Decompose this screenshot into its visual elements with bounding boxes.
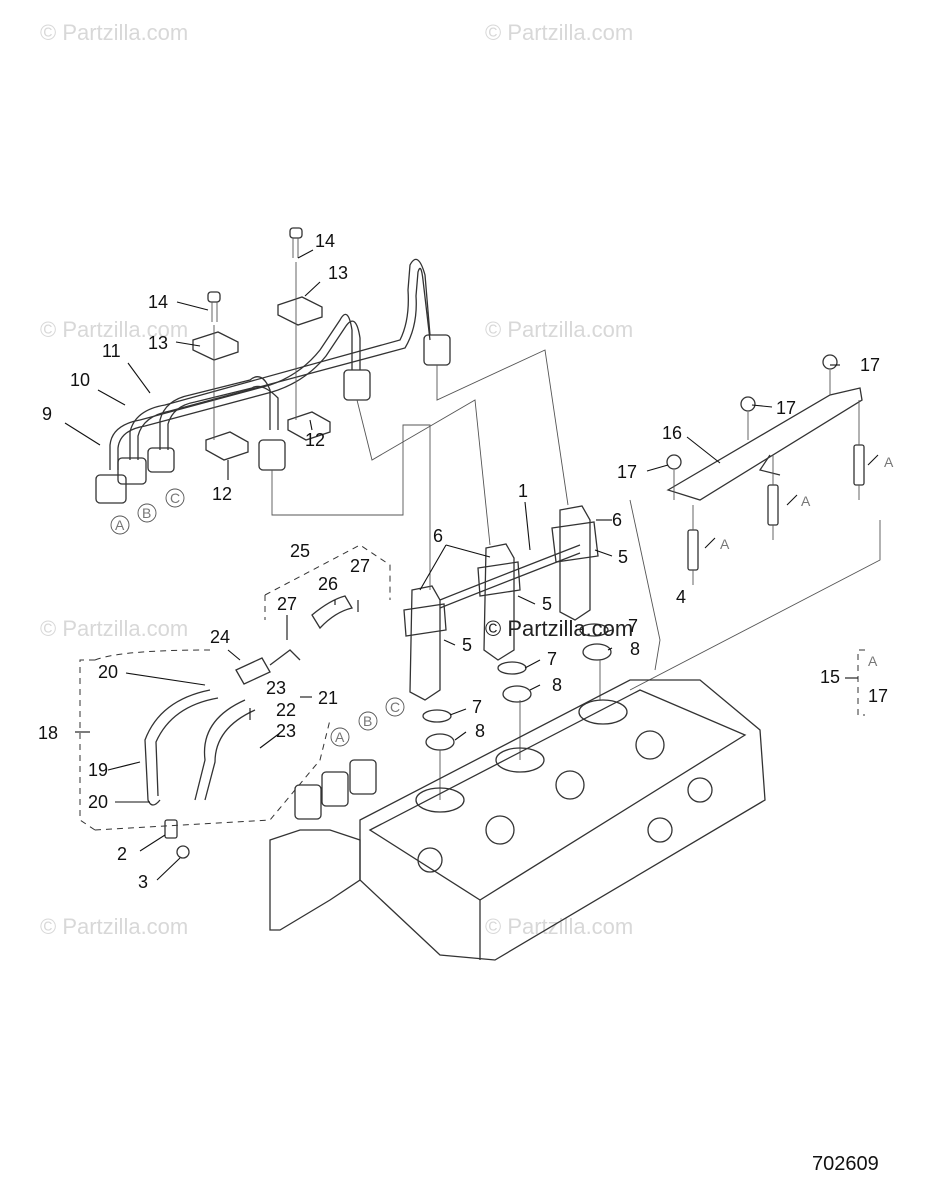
callout-5: 5: [462, 635, 472, 655]
callout-6: 6: [612, 510, 622, 530]
pipe-clamps: [192, 227, 331, 461]
callout-9: 9: [42, 404, 52, 424]
figure-number: 702609: [812, 1153, 879, 1175]
callout-23: 23: [276, 721, 296, 741]
circle-label-a: A: [115, 517, 125, 533]
callout-17: 17: [776, 398, 796, 418]
callout-8: 8: [552, 675, 562, 695]
reference-marks: A A A A: [704, 454, 894, 669]
callout-20: 20: [88, 792, 108, 812]
watermark: © Partzilla.com: [40, 20, 188, 45]
center-watermark: © Partzilla.com: [485, 616, 633, 641]
circle-label-b: B: [142, 505, 151, 521]
legend-15-number: 17: [868, 686, 888, 706]
callout-7: 7: [628, 616, 638, 636]
circle-label-c: C: [170, 490, 180, 506]
callout-2: 2: [117, 844, 127, 864]
callout-5: 5: [618, 547, 628, 567]
connection-lines: [271, 349, 881, 800]
callout-7: 7: [472, 697, 482, 717]
callout-26: 26: [318, 574, 338, 594]
callout-12: 12: [305, 430, 325, 450]
callout-17: 17: [860, 355, 880, 375]
callout-25: 25: [290, 541, 310, 561]
injectors: [403, 505, 599, 701]
watermark: © Partzilla.com: [40, 317, 188, 342]
callout-16: 16: [662, 423, 682, 443]
callout-21: 21: [318, 688, 338, 708]
callout-11: 11: [102, 341, 121, 361]
ref-letter-a: A: [720, 536, 730, 552]
ref-letter-a: A: [801, 493, 811, 509]
callout-12: 12: [212, 484, 232, 504]
callout-20: 20: [98, 662, 118, 682]
circle-label-b: B: [363, 713, 372, 729]
circle-labels: A B C A B C: [110, 488, 405, 747]
ref-letter-a: A: [884, 454, 894, 470]
callout-10: 10: [70, 370, 90, 390]
circle-label-c: C: [390, 699, 400, 715]
callout-8: 8: [630, 639, 640, 659]
callout-15: 15: [820, 667, 840, 687]
callout-1: 1: [518, 481, 528, 501]
callout-5: 5: [542, 594, 552, 614]
glow-plug-assembly: [666, 354, 865, 585]
callout-7: 7: [547, 649, 557, 669]
watermark: © Partzilla.com: [485, 317, 633, 342]
injection-pipes: [95, 258, 451, 504]
watermark-layer: © Partzilla.com © Partzilla.com © Partzi…: [40, 20, 633, 939]
callout-27: 27: [277, 594, 297, 614]
watermark: © Partzilla.com: [40, 616, 188, 641]
watermark: © Partzilla.com: [485, 20, 633, 45]
group-outlines: [79, 544, 865, 831]
legend-15-letter: A: [868, 653, 878, 669]
callout-14: 14: [315, 231, 335, 251]
callout-8: 8: [475, 721, 485, 741]
callout-14: 14: [148, 292, 168, 312]
callout-numbers: 14 13 14 13 11 10 9 12 12 17 17 16 17 1 …: [38, 231, 888, 892]
callout-23: 23: [266, 678, 286, 698]
watermark: © Partzilla.com: [40, 914, 188, 939]
callout-22: 22: [276, 700, 296, 720]
callout-13: 13: [148, 333, 168, 353]
watermark: © Partzilla.com: [485, 914, 633, 939]
circle-label-a: A: [335, 729, 345, 745]
callout-3: 3: [138, 872, 148, 892]
callout-6: 6: [433, 526, 443, 546]
callout-17: 17: [617, 462, 637, 482]
callout-24: 24: [210, 627, 230, 647]
callout-27: 27: [350, 556, 370, 576]
washers: [422, 623, 612, 751]
callout-13: 13: [328, 263, 348, 283]
leak-off-hoses: [144, 595, 354, 859]
callout-18: 18: [38, 723, 58, 743]
callout-19: 19: [88, 760, 108, 780]
callout-4: 4: [676, 587, 686, 607]
cylinder-head: [269, 679, 766, 961]
leader-lines: [64, 249, 858, 881]
